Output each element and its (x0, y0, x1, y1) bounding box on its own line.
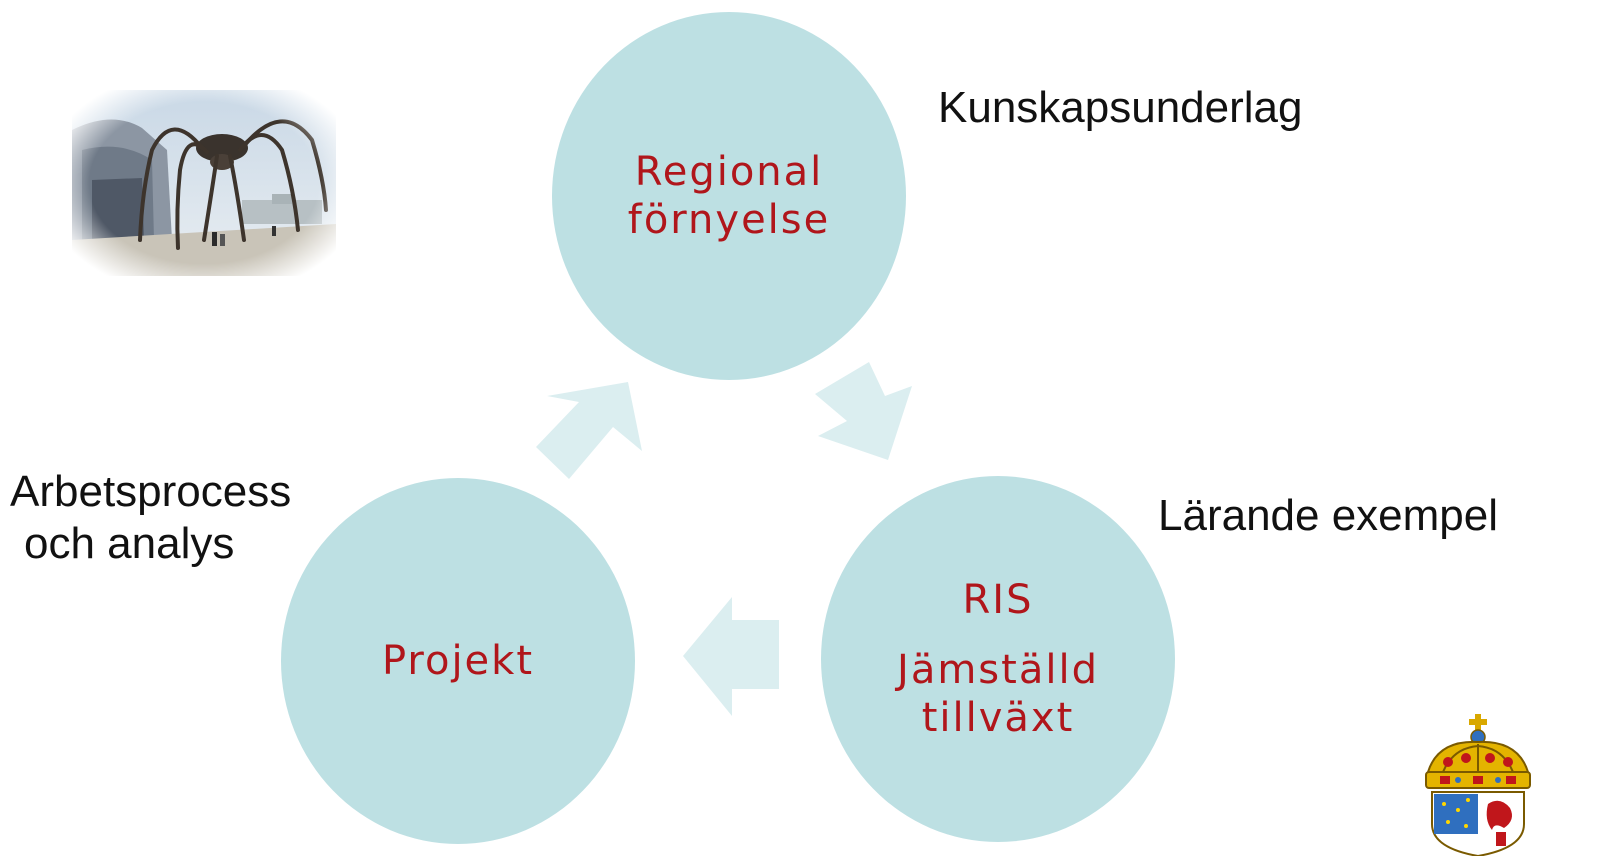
cycle-node-text: RIS (962, 577, 1034, 623)
arrow-regional-to-ris-icon (815, 362, 912, 460)
cycle-node-projekt: Projekt (281, 478, 635, 844)
spider-sculpture-photo (72, 90, 336, 276)
cycle-node-regional-fornyelse: Regional förnyelse (552, 12, 906, 380)
label-arbetsprocess: Arbetsprocess och analys (10, 466, 291, 570)
label-line: och analys (24, 518, 235, 568)
label-line: Arbetsprocess (10, 467, 292, 516)
arrow-ris-to-projekt-icon (683, 597, 779, 716)
cycle-node-text: Jämställd (897, 647, 1099, 693)
cycle-node-ris: RIS Jämställd tillväxt (821, 476, 1175, 842)
cycle-node-text: Regional (634, 149, 824, 195)
cycle-node-text: förnyelse (627, 197, 831, 243)
label-kunskapsunderlag: Kunskapsunderlag (938, 83, 1303, 132)
cycle-node-text: tillväxt (921, 695, 1075, 741)
label-larande-exempel: Lärande exempel (1158, 491, 1499, 540)
cycle-node-text: Projekt (381, 638, 535, 684)
coat-of-arms-crest-icon (1425, 714, 1531, 856)
arrow-projekt-to-regional-icon (536, 382, 642, 479)
